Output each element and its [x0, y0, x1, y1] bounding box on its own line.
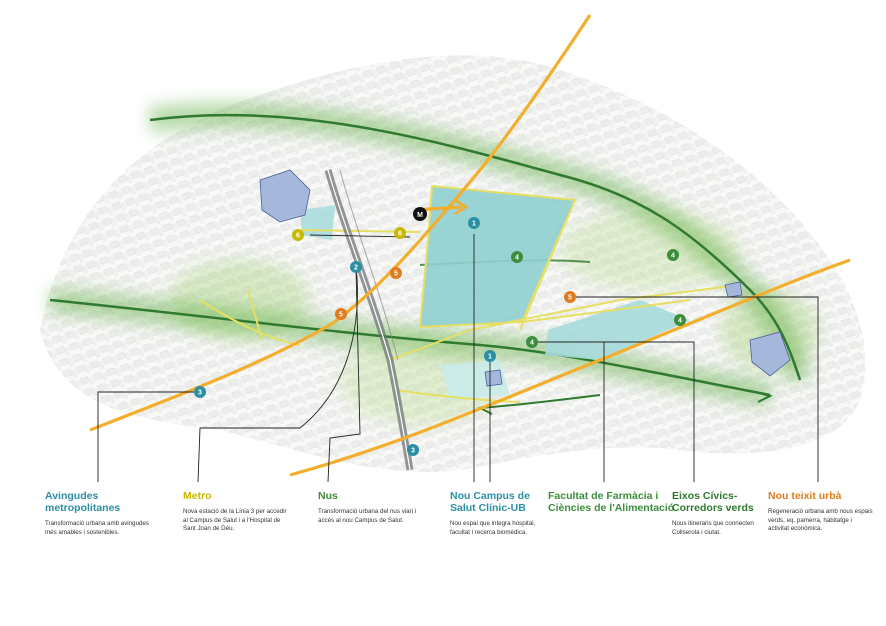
badge-5a: 5	[390, 267, 402, 279]
legend-title: Nou teixit urbà	[768, 490, 842, 502]
badge-3a: 3	[194, 386, 206, 398]
legend-desc: Nova estació de la Línia 3 per accedir a…	[183, 508, 287, 532]
badge-2: 2	[350, 261, 362, 273]
green-corridors	[48, 102, 813, 415]
svg-text:3: 3	[198, 390, 202, 397]
legend-title: Avingudes metropolitanes	[45, 490, 121, 514]
leader-lines	[97, 234, 819, 483]
svg-text:5: 5	[568, 295, 572, 302]
legend-desc: Transformació urbana del nus viari i acc…	[318, 508, 417, 524]
legend-teixit: Nou teixit urbà Regeneració urbana amb n…	[768, 490, 880, 534]
badge-6a: 6	[292, 229, 304, 241]
legend-desc: Transformació urbana amb avingudes més a…	[45, 520, 149, 536]
svg-text:5: 5	[394, 271, 398, 278]
svg-text:1: 1	[472, 221, 476, 228]
svg-text:5: 5	[339, 312, 343, 319]
badge-6b: 6	[394, 227, 406, 239]
legend-title: Nus	[318, 490, 338, 502]
badge-5b: 5	[335, 308, 347, 320]
badge-4d: 4	[526, 336, 538, 348]
svg-text:6: 6	[296, 233, 300, 240]
svg-text:3: 3	[411, 448, 415, 455]
badge-5c: 5	[564, 291, 576, 303]
svg-text:4: 4	[530, 340, 534, 347]
svg-text:4: 4	[515, 255, 519, 262]
badge-4b: 4	[667, 249, 679, 261]
svg-text:2: 2	[354, 265, 358, 272]
legend-title: Nou Campus de Salut Clínic-UB	[450, 490, 530, 514]
legend-desc: Nous itineraris que connecten Collserola…	[672, 520, 754, 536]
svg-text:M: M	[417, 212, 423, 219]
hospital-buildings	[259, 169, 791, 387]
badge-3b: 3	[407, 444, 419, 456]
metro-icon: M	[413, 207, 427, 221]
legend-desc: Nou espai que integra hospital, facultat…	[450, 520, 536, 536]
legend-eixos: Eixos Cívics- Corredors verds Nous itine…	[672, 490, 772, 537]
rail-corridor	[324, 169, 414, 471]
legend-metro: Metro Nova estació de la Línia 3 per acc…	[183, 490, 303, 534]
legend-avingudes: Avingudes metropolitanes Transformació u…	[45, 490, 175, 537]
legend-desc: Regeneració urbana amb nous espais verds…	[768, 508, 873, 532]
badge-1a: 1	[468, 217, 480, 229]
legend-title: Facultat de Farmàcia i Ciències de l'Ali…	[548, 490, 675, 514]
legend-nus: Nus Transformació urbana del nus viari i…	[318, 490, 438, 525]
legend-title: Metro	[183, 490, 212, 502]
svg-text:1: 1	[488, 354, 492, 361]
svg-text:4: 4	[678, 318, 682, 325]
badge-4c: 4	[674, 314, 686, 326]
badge-4a: 4	[511, 251, 523, 263]
legend-title: Eixos Cívics- Corredors verds	[672, 490, 754, 514]
badge-1b: 1	[484, 350, 496, 362]
svg-text:4: 4	[671, 253, 675, 260]
legend-facultat: Facultat de Farmàcia i Ciències de l'Ali…	[548, 490, 683, 520]
legend-campus: Nou Campus de Salut Clínic-UB Nou espai …	[450, 490, 550, 537]
svg-text:6: 6	[398, 231, 402, 238]
yellow-lines	[199, 184, 741, 403]
